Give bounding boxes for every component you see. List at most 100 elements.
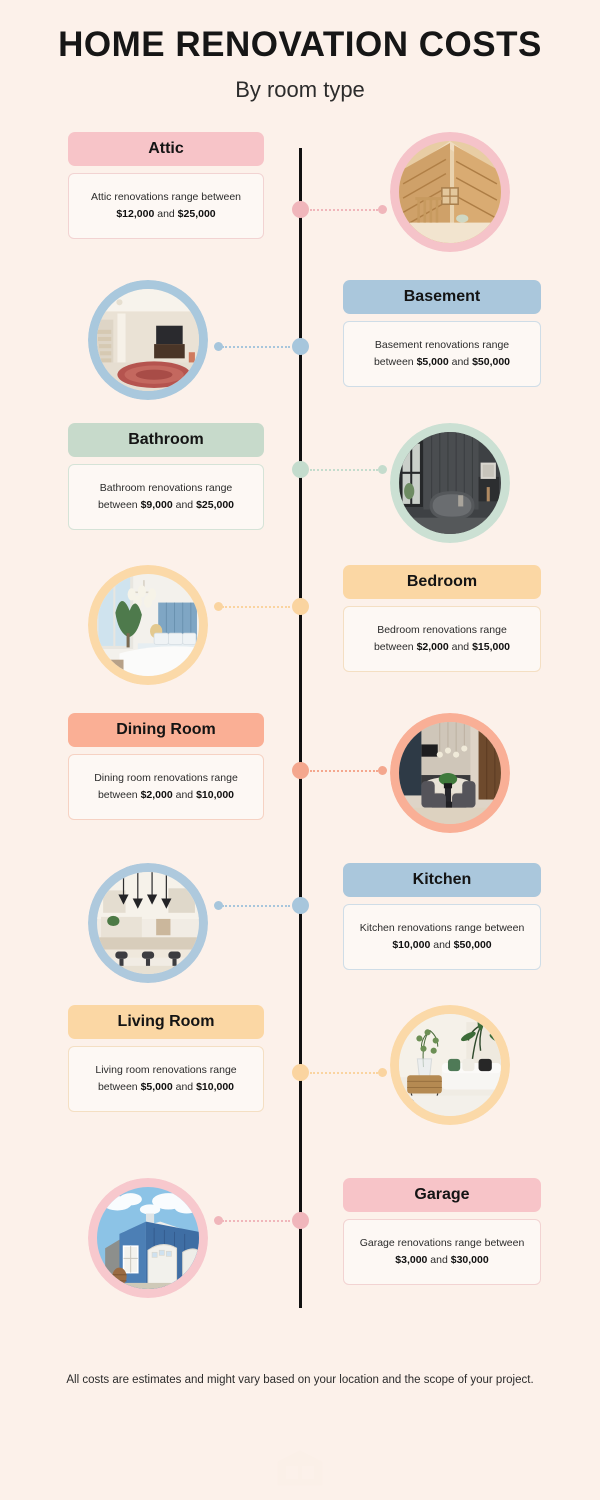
- cost-text-conjunction: and: [448, 356, 473, 368]
- cost-text-prefix: Attic renovations range between: [90, 191, 241, 204]
- footer-disclaimer: All costs are estimates and might vary b…: [66, 1374, 534, 1386]
- cost-text-prefix: Dining room renovations range between: [94, 772, 238, 801]
- cost-low-value: $10,000: [392, 939, 431, 951]
- photo-image: [399, 1014, 501, 1116]
- connector-dotted-line: [222, 905, 290, 907]
- dining-photo: [390, 713, 510, 833]
- cost-text-conjunction: and: [172, 1081, 197, 1093]
- brand-logo-icon: [274, 1448, 326, 1488]
- timeline-node: [292, 338, 309, 355]
- photo-image: [97, 1187, 199, 1289]
- kitchen-photo: [88, 863, 208, 983]
- room-title-pill: Basement: [343, 280, 541, 314]
- timeline-node: [292, 598, 309, 615]
- room-cost-card: Dining room renovations range between $2…: [68, 754, 264, 820]
- cost-low-value: $3,000: [395, 1254, 428, 1266]
- cost-high-value: $25,000: [196, 499, 235, 511]
- cost-text-conjunction: and: [430, 939, 454, 951]
- room-cost-card: Bedroom renovations range between $2,000…: [343, 606, 541, 672]
- timeline-node: [292, 1064, 309, 1081]
- connector-end-dot: [378, 766, 387, 775]
- room-title-pill: Living Room: [68, 1005, 264, 1039]
- connector-end-dot: [378, 465, 387, 474]
- photo-image: [399, 722, 501, 824]
- cost-text-prefix: Garage renovations range between: [359, 1237, 525, 1250]
- timeline-node: [292, 762, 309, 779]
- basement-photo: [88, 280, 208, 400]
- connector-end-dot: [214, 901, 223, 910]
- cost-high-value: $50,000: [472, 356, 511, 368]
- connector-dotted-line: [310, 209, 378, 211]
- room-title-pill: Garage: [343, 1178, 541, 1212]
- cost-high-value: $25,000: [177, 208, 216, 220]
- cost-text-conjunction: and: [427, 1254, 451, 1266]
- room-title-pill: Kitchen: [343, 863, 541, 897]
- connector-dotted-line: [222, 606, 290, 608]
- room-cost-card: Living room renovations range between $5…: [68, 1046, 264, 1112]
- timeline-node: [292, 461, 309, 478]
- living-photo: [390, 1005, 510, 1125]
- bedroom-photo: [88, 565, 208, 685]
- cost-text-conjunction: and: [172, 789, 197, 801]
- cost-high-value: $50,000: [453, 939, 492, 951]
- attic-photo: [390, 132, 510, 252]
- cost-low-value: $2,000: [416, 641, 449, 653]
- connector-end-dot: [214, 1216, 223, 1225]
- garage-photo: [88, 1178, 208, 1298]
- cost-low-value: $5,000: [416, 356, 449, 368]
- room-title-pill: Bedroom: [343, 565, 541, 599]
- infographic-header: HOME RENOVATION COSTS By room type: [0, 0, 600, 103]
- photo-image: [399, 141, 501, 243]
- page-subtitle: By room type: [235, 76, 365, 102]
- cost-low-value: $5,000: [140, 1081, 173, 1093]
- photo-image: [97, 872, 199, 974]
- room-title-pill: Bathroom: [68, 423, 264, 457]
- cost-text-conjunction: and: [154, 208, 178, 220]
- room-title-pill: Dining Room: [68, 713, 264, 747]
- timeline-spine: [299, 148, 302, 1308]
- connector-dotted-line: [310, 1072, 378, 1074]
- connector-dotted-line: [310, 469, 378, 471]
- cost-text-conjunction: and: [172, 499, 197, 511]
- cost-text-prefix: Bathroom renovations range between: [97, 482, 233, 511]
- cost-low-value: $9,000: [140, 499, 173, 511]
- room-cost-card: Basement renovations range between $5,00…: [343, 321, 541, 387]
- room-cost-card: Kitchen renovations range between $10,00…: [343, 904, 541, 970]
- room-title-pill: Attic: [68, 132, 264, 166]
- bathroom-photo: [390, 423, 510, 543]
- cost-low-value: $2,000: [140, 789, 173, 801]
- timeline-node: [292, 1212, 309, 1229]
- connector-dotted-line: [222, 1220, 290, 1222]
- room-cost-card: Bathroom renovations range between $9,00…: [68, 464, 264, 530]
- cost-text-prefix: Basement renovations range between: [373, 339, 510, 368]
- cost-text-prefix: Kitchen renovations range between: [359, 922, 525, 935]
- connector-end-dot: [214, 342, 223, 351]
- connector-end-dot: [214, 602, 223, 611]
- connector-end-dot: [378, 205, 387, 214]
- cost-high-value: $10,000: [196, 1081, 235, 1093]
- cost-high-value: $15,000: [472, 641, 511, 653]
- photo-image: [97, 289, 199, 391]
- cost-high-value: $30,000: [450, 1254, 489, 1266]
- room-cost-card: Attic renovations range between $12,000 …: [68, 173, 264, 239]
- cost-high-value: $10,000: [196, 789, 235, 801]
- cost-low-value: $12,000: [116, 208, 155, 220]
- photo-image: [97, 574, 199, 676]
- cost-text-conjunction: and: [448, 641, 473, 653]
- cost-text-prefix: Living room renovations range between: [95, 1064, 237, 1093]
- page-title: HOME RENOVATION COSTS: [58, 25, 542, 64]
